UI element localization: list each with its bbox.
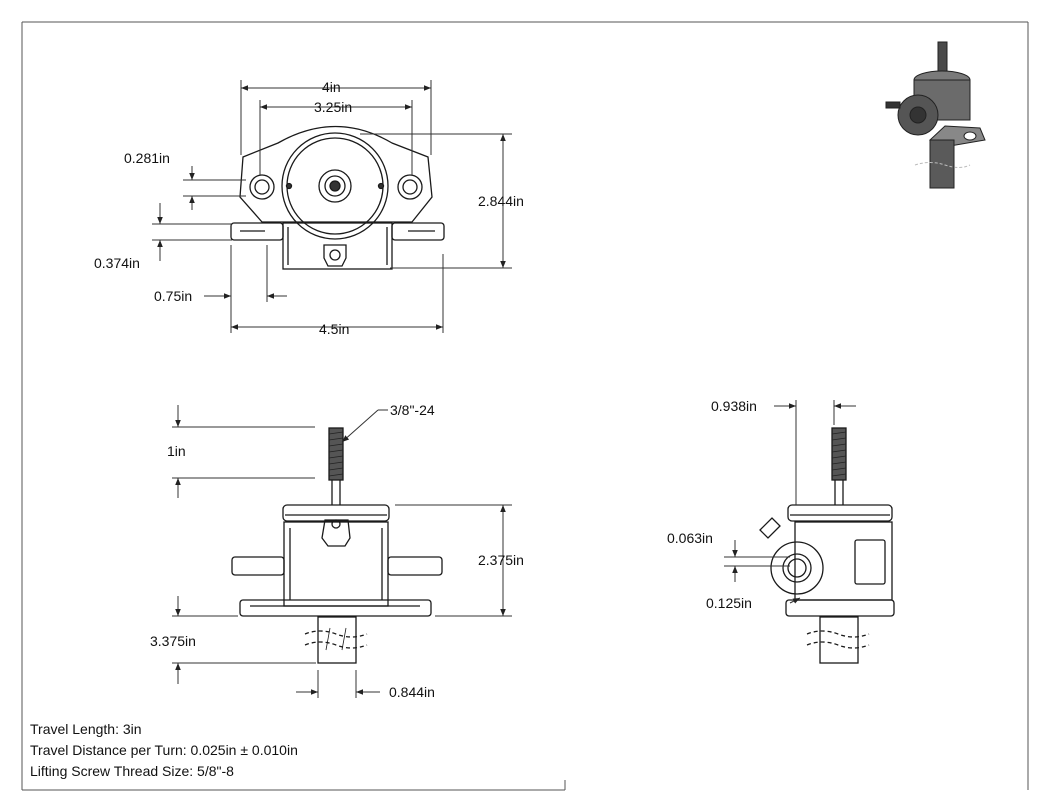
dim-hole-spacing: 3.25in	[314, 99, 352, 115]
note-travel-length: Travel Length: 3in	[30, 721, 142, 737]
top-cap-end	[787, 504, 893, 522]
dim-flange-thickness: 0.374in	[94, 255, 140, 271]
mount-base-end	[785, 599, 895, 617]
dim-end-offset: 0.938in	[711, 398, 757, 414]
gearbox-body	[282, 222, 393, 270]
dim-hole-offset: 0.281in	[124, 150, 170, 166]
input-shaft-housing	[770, 541, 824, 595]
end-view	[759, 427, 895, 664]
dim-screw-diameter: 0.844in	[389, 684, 435, 700]
left-mount-hole	[249, 174, 275, 200]
side-port	[854, 539, 886, 585]
threaded-rod	[328, 427, 344, 481]
end-view-dimensions	[724, 400, 856, 604]
note-travel-per-turn: Travel Distance per Turn: 0.025in ± 0.01…	[30, 742, 298, 758]
side-view-dimensions	[172, 405, 512, 698]
front-view	[230, 125, 445, 270]
mount-base	[239, 599, 432, 617]
input-shaft-left	[231, 556, 285, 576]
dim-height: 2.844in	[478, 193, 524, 209]
dim-shaft-offset-bottom: 0.125in	[706, 595, 752, 611]
gearbox-body-side	[283, 521, 389, 607]
lifting-screw-end	[819, 616, 859, 664]
dim-body-height: 2.375in	[478, 552, 524, 568]
grease-fitting-side	[331, 519, 341, 529]
side-view	[231, 427, 443, 664]
dim-base-width: 4.5in	[319, 321, 349, 337]
dim-overall-width: 4in	[322, 79, 341, 95]
isometric-view	[885, 41, 986, 189]
dim-thread-length: 1in	[167, 443, 186, 459]
right-mount-hole	[397, 174, 423, 200]
threaded-rod-end	[831, 427, 847, 481]
drawing-border	[21, 21, 1029, 791]
dim-shaft-offset-top: 0.063in	[667, 530, 713, 546]
gear-housing	[281, 132, 389, 240]
dim-overall-height: 3.375in	[150, 633, 196, 649]
grease-fitting	[329, 249, 341, 261]
drawing-notes: Travel Length: 3in Travel Distance per T…	[30, 719, 298, 782]
dim-flange-edge: 0.75in	[154, 288, 192, 304]
dimension-labels: 4in 3.25in 0.281in 2.844in 0.374in 0.75i…	[94, 79, 757, 700]
input-shaft-right	[387, 556, 443, 576]
note-thread-size: Lifting Screw Thread Size: 5/8"-8	[30, 763, 234, 779]
top-cap	[282, 504, 390, 522]
front-view-dimensions	[152, 80, 512, 333]
dim-thread: 3/8"-24	[390, 402, 435, 418]
lifting-screw	[317, 616, 357, 664]
